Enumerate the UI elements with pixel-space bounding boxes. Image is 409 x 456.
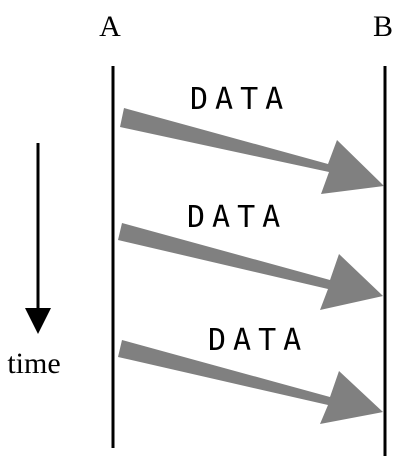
message-label-3: DATA [208,323,308,358]
message-arrow-2 [118,223,383,310]
time-arrow-head [25,308,51,334]
message-label-1: DATA [190,82,290,117]
endpoint-a-label: A [99,10,121,43]
time-label: time [7,347,60,380]
endpoint-b-label: B [373,10,393,43]
message-arrow-1 [120,108,384,194]
message-label-2: DATA [187,200,287,235]
message-arrow-3 [118,340,383,424]
